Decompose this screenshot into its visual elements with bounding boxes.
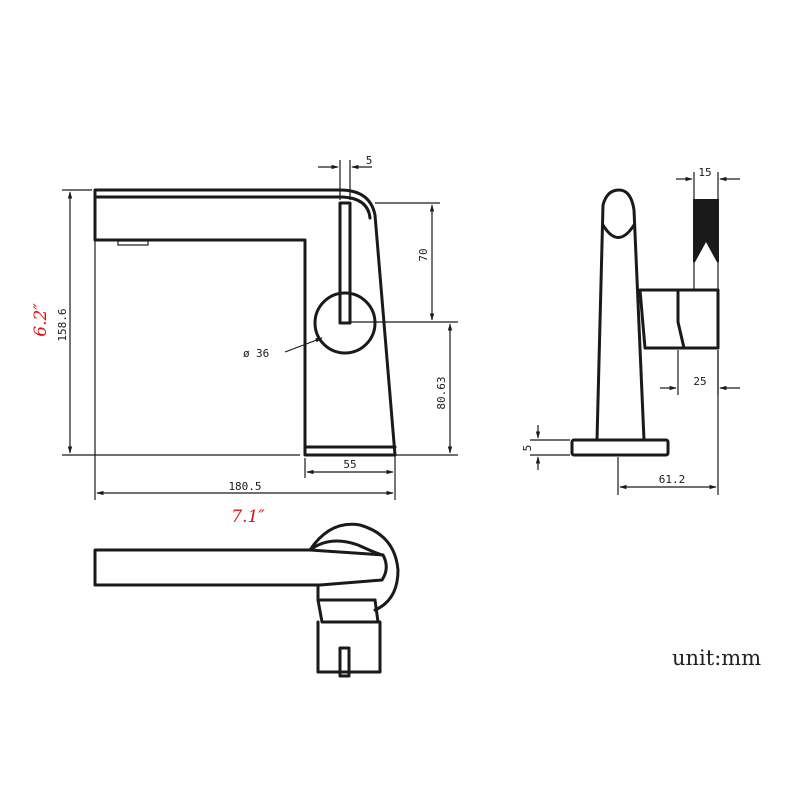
front-spout-outline [93,188,397,457]
total-width-label: 180.5 [228,480,261,493]
side-top-width-label: 15 [698,166,711,179]
side-handle-block [638,288,720,350]
side-base-thickness-label: 5 [521,445,534,452]
body-height-label: 80.63 [435,376,448,409]
handle-height-label: 70 [417,248,430,261]
circle-diameter-label: 36 [256,347,269,360]
front-lever [338,201,352,325]
side-view [570,188,720,457]
side-column [595,188,646,442]
total-height-label: 158.6 [56,308,69,341]
side-dimensions: 15 25 5 61.2 [521,166,740,495]
circle-diameter-symbol: ø [243,347,250,360]
front-cartridge-circle [313,291,377,355]
height-inches-label: 6.2″ [31,303,51,337]
unit-label: unit:mm [672,646,761,670]
front-spout-inner [93,195,372,220]
top-view [93,522,400,678]
top-handle-cartridge [316,583,380,624]
side-base-plate [570,438,670,457]
top-gap-label: 5 [366,154,373,167]
front-dimensions: 158.6 6.2″ 180.5 7.1″ 5 70 80.63 ø 36 55 [31,154,458,527]
top-body-circle [308,522,400,612]
width-inches-label: 7.1″ [231,507,265,527]
base-width-label: 55 [343,458,356,471]
side-lever [693,199,719,263]
front-outlet [117,240,149,246]
top-spout [93,548,388,587]
side-handle-width-label: 25 [693,375,706,388]
side-base-width-label: 61.2 [659,473,686,486]
front-view [93,188,397,457]
